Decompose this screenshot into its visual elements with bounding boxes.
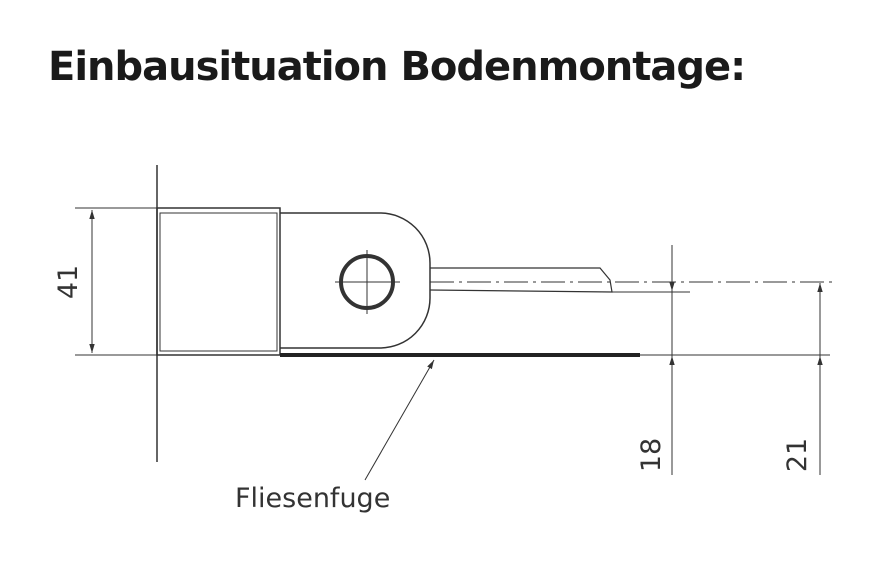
hinge-body-inner xyxy=(159,212,278,352)
page-title: Einbausituation Bodenmontage: xyxy=(48,44,746,90)
hinge-blade xyxy=(429,267,613,293)
hinge-tab xyxy=(280,212,431,349)
dim-label-21: 21 xyxy=(782,438,813,472)
joint-label: Fliesenfuge xyxy=(235,483,390,514)
hinge-body xyxy=(156,207,281,356)
leader-line xyxy=(364,359,435,481)
dim-label-41: 41 xyxy=(53,265,84,299)
dim-label-18: 18 xyxy=(636,438,667,472)
